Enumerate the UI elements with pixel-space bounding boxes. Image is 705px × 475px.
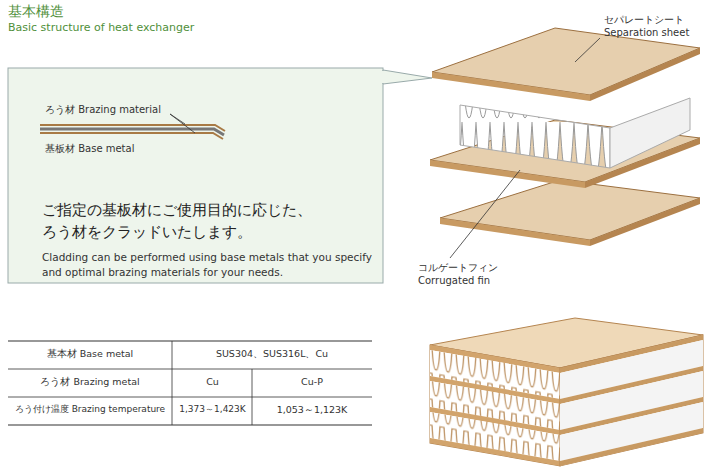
title: 基本構造 [8,3,64,21]
table-cell: Cu-P [254,376,370,388]
table-cell: SUS304、SUS316L、Cu [174,348,370,360]
exploded-view [430,28,700,258]
part-label: 基板材 Base metal [45,143,245,156]
callout-pointer [383,70,432,84]
table-cell: 基本材 Base metal [10,348,170,360]
table-cell: Cu [174,376,251,388]
table-cell: ろう付け温度 Brazing temperature [8,404,172,415]
callout-box-bg [8,68,383,283]
table-lines [8,341,372,425]
table-cell: 1,373～1,423K [174,404,251,415]
clad-section [40,114,225,139]
part-label: ろう材 Brazing material [45,104,245,117]
table-cell: ろう材 Brazing metal [10,376,170,388]
callout-box: ご指定の基板材にご使用目的に応じた、 ろう材をクラッドいたします。 Claddin… [8,68,383,283]
part-label: コルゲートフィン Corrugated fin [418,262,528,287]
table-cell: 1,053～1,123K [254,404,370,416]
body-jp: ご指定の基板材にご使用目的に応じた、 ろう材をクラッドいたします。 [42,200,321,244]
core-block [430,318,703,466]
part-label: セパレートシート Separation sheet [604,14,700,39]
subtitle: Basic structure of heat exchanger [8,21,308,35]
body-en: Cladding can be performed using base met… [42,250,372,280]
